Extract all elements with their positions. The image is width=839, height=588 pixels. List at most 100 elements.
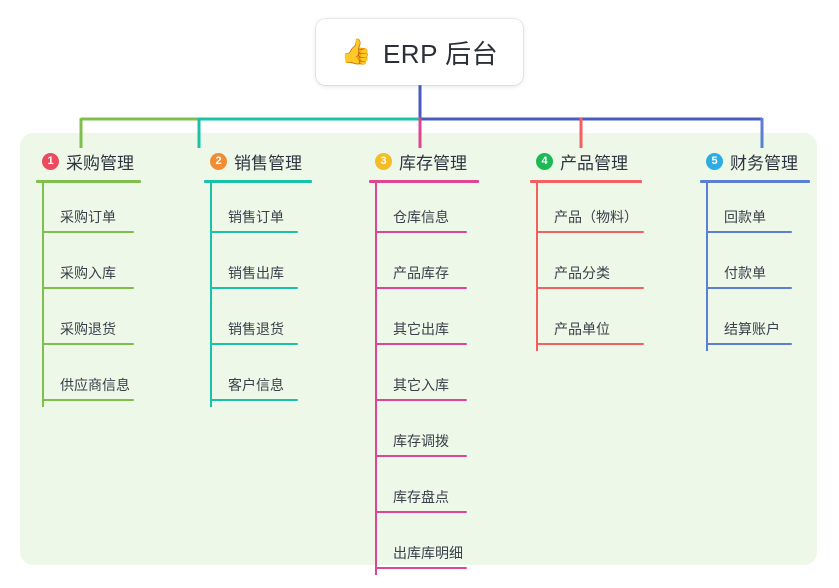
leaf-node[interactable]: 产品库存 [369, 239, 479, 295]
branch-spine-4 [536, 183, 538, 351]
leaf-node[interactable]: 其它入库 [369, 351, 479, 407]
leaf-underline [42, 287, 134, 289]
branches-panel [20, 133, 817, 565]
leaf-label: 库存盘点 [393, 489, 449, 505]
branch-header-2[interactable]: 2 销售管理 [204, 148, 312, 174]
root-node[interactable]: 👍 ERP 后台 [316, 19, 523, 85]
leaf-underline [210, 343, 298, 345]
branch-spine-3 [375, 183, 377, 575]
leaf-node[interactable]: 出库库明细 [369, 519, 479, 575]
leaf-label: 销售退货 [228, 321, 284, 337]
leaf-node[interactable]: 产品（物料） [530, 183, 644, 239]
leaf-node[interactable]: 销售订单 [204, 183, 312, 239]
branch-items-3: 仓库信息产品库存其它出库其它入库库存调拨库存盘点出库库明细 [369, 183, 479, 575]
branch-badge-3: 3 [375, 152, 392, 170]
branch-badge-4: 4 [536, 152, 553, 170]
leaf-underline [375, 287, 467, 289]
leaf-label: 出库库明细 [393, 545, 463, 561]
branch-header-rule-4 [530, 180, 642, 183]
leaf-underline [536, 231, 644, 233]
leaf-label: 库存调拨 [393, 433, 449, 449]
leaf-label: 仓库信息 [393, 209, 449, 225]
branch-badge-1: 1 [42, 152, 59, 170]
leaf-node[interactable]: 其它出库 [369, 295, 479, 351]
leaf-label: 销售订单 [228, 209, 284, 225]
leaf-label: 产品（物料） [554, 209, 638, 225]
branch-header-4[interactable]: 4 产品管理 [530, 148, 642, 174]
leaf-label: 结算账户 [724, 321, 780, 337]
leaf-node[interactable]: 产品分类 [530, 239, 644, 295]
leaf-underline [210, 231, 298, 233]
branch-title-3: 库存管理 [399, 153, 467, 173]
leaf-node[interactable]: 库存盘点 [369, 463, 479, 519]
leaf-underline [536, 343, 644, 345]
leaf-label: 销售出库 [228, 265, 284, 281]
leaf-underline [706, 343, 792, 345]
root-title: ERP 后台 [382, 38, 499, 69]
branch-column-2: 2 销售管理销售订单销售出库销售退货客户信息 [204, 148, 312, 407]
leaf-label: 采购入库 [60, 265, 116, 281]
branch-header-1[interactable]: 1 采购管理 [36, 148, 141, 174]
leaf-node[interactable]: 采购退货 [36, 295, 141, 351]
leaf-label: 采购订单 [60, 209, 116, 225]
branch-column-4: 4 产品管理产品（物料） 产品分类产品单位 [530, 148, 644, 351]
branch-title-2: 销售管理 [234, 153, 302, 173]
branch-items-5: 回款单付款单结算账户 [700, 183, 810, 351]
branch-header-3[interactable]: 3 库存管理 [369, 148, 479, 174]
leaf-label: 产品单位 [554, 321, 610, 337]
leaf-underline [375, 455, 467, 457]
branch-header-rule-3 [369, 180, 479, 183]
leaf-node[interactable]: 客户信息 [204, 351, 312, 407]
leaf-node[interactable]: 销售退货 [204, 295, 312, 351]
branch-header-rule-2 [204, 180, 312, 183]
leaf-underline [375, 231, 467, 233]
leaf-underline [210, 399, 298, 401]
leaf-underline [706, 231, 792, 233]
leaf-label: 供应商信息 [60, 377, 130, 393]
leaf-label: 付款单 [724, 265, 766, 281]
leaf-node[interactable]: 回款单 [700, 183, 810, 239]
branch-header-rule-5 [700, 180, 810, 183]
branch-column-3: 3 库存管理仓库信息产品库存其它出库其它入库库存调拨库存盘点出库库明细 [369, 148, 479, 575]
leaf-node[interactable]: 采购入库 [36, 239, 141, 295]
branch-header-rule-1 [36, 180, 141, 183]
leaf-underline [375, 399, 467, 401]
leaf-label: 其它入库 [393, 377, 449, 393]
branch-items-2: 销售订单销售出库销售退货客户信息 [204, 183, 312, 407]
branch-spine-5 [706, 183, 708, 351]
branch-items-1: 采购订单采购入库采购退货供应商信息 [36, 183, 141, 407]
leaf-underline [42, 231, 134, 233]
leaf-underline [536, 287, 644, 289]
branch-items-4: 产品（物料） 产品分类产品单位 [530, 183, 644, 351]
leaf-underline [375, 567, 467, 569]
branch-badge-2: 2 [210, 152, 227, 170]
branch-title-5: 财务管理 [730, 153, 798, 173]
leaf-label: 采购退货 [60, 321, 116, 337]
branch-title-1: 采购管理 [66, 153, 134, 173]
leaf-underline [210, 287, 298, 289]
leaf-underline [706, 287, 792, 289]
leaf-node[interactable]: 付款单 [700, 239, 810, 295]
leaf-node[interactable]: 采购订单 [36, 183, 141, 239]
branch-title-4: 产品管理 [560, 153, 628, 173]
leaf-label: 客户信息 [228, 377, 284, 393]
leaf-node[interactable]: 供应商信息 [36, 351, 141, 407]
branch-spine-2 [210, 183, 212, 407]
leaf-label: 回款单 [724, 209, 766, 225]
branch-spine-1 [42, 183, 44, 407]
branch-column-1: 1 采购管理采购订单采购入库采购退货供应商信息 [36, 148, 141, 407]
leaf-label: 产品分类 [554, 265, 610, 281]
leaf-label: 其它出库 [393, 321, 449, 337]
leaf-node[interactable]: 结算账户 [700, 295, 810, 351]
leaf-node[interactable]: 销售出库 [204, 239, 312, 295]
leaf-underline [375, 511, 467, 513]
leaf-node[interactable]: 库存调拨 [369, 407, 479, 463]
leaf-underline [375, 343, 467, 345]
thumbs-up-icon: 👍 [340, 37, 372, 66]
leaf-node[interactable]: 仓库信息 [369, 183, 479, 239]
leaf-label: 产品库存 [393, 265, 449, 281]
leaf-underline [42, 343, 134, 345]
leaf-node[interactable]: 产品单位 [530, 295, 644, 351]
